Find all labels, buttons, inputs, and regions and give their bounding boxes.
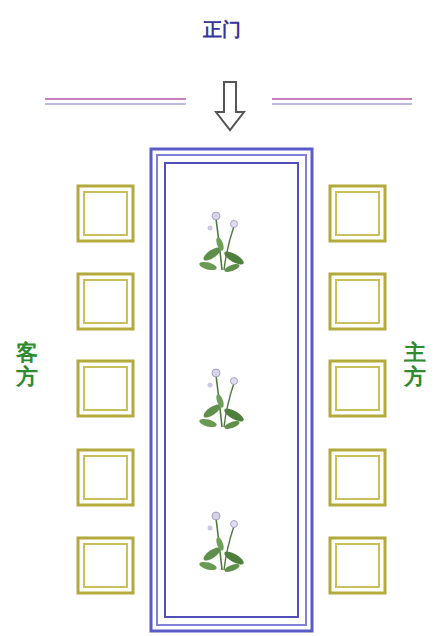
side-label: 客方 <box>16 341 38 389</box>
door-label: 正门 <box>203 17 241 43</box>
door-label-holder: 正门 <box>203 17 241 43</box>
side-label-holder: 客方 <box>16 341 38 389</box>
side-label: 主方 <box>404 341 426 389</box>
side-label-holder: 主方 <box>404 341 426 389</box>
